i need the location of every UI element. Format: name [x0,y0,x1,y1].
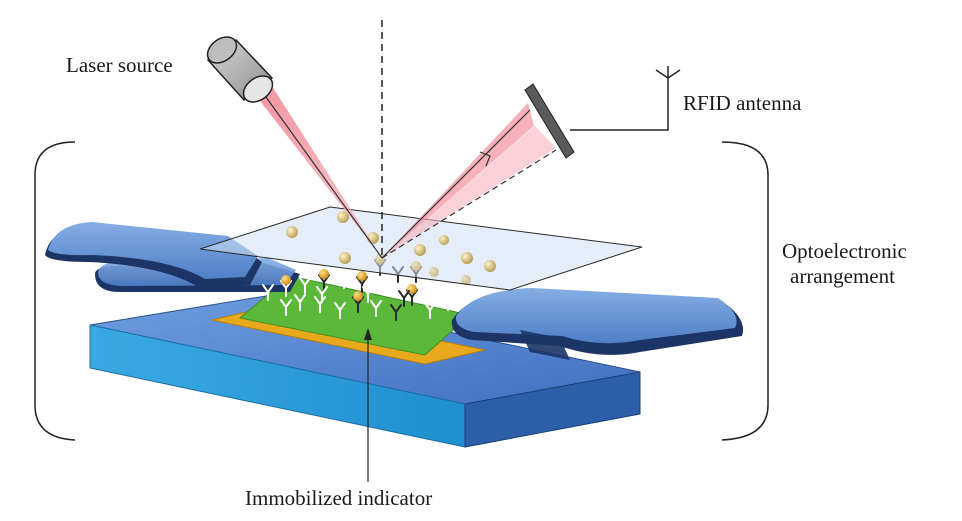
label-optoelectronic: Optoelectronic [782,239,907,263]
label-arrangement: arrangement [790,264,895,288]
rfid-antenna-icon [570,66,681,131]
nanoparticles [286,211,496,272]
antibody-marker [299,277,311,294]
antibody-marker [318,269,330,291]
antibody-marker [442,294,454,311]
antibody-marker [280,275,292,297]
indicator-pointer [364,328,372,482]
right-electrode [451,288,744,360]
antibody-marker [390,304,402,321]
left-bracket [34,141,76,441]
antibody-marker [362,286,374,303]
laser-source-icon [206,36,274,103]
photodetector-plate [524,83,575,159]
antibody-marker [280,299,292,316]
antibody-marker [294,294,306,311]
right-bracket [721,141,769,441]
antibody-marker [338,272,350,289]
left-electrode [45,222,300,292]
antibody-marker [262,284,274,301]
label-immobilized-indicator: Immobilized indicator [245,486,432,510]
antibody-marker [352,291,364,313]
label-rfid-antenna: RFID antenna [683,91,802,115]
laser-beam [250,80,557,259]
label-laser-source: Laser source [66,53,173,77]
antibody-marker [406,284,418,306]
antibody-marker [398,290,410,307]
antibody-marker [334,302,346,319]
antibody-marker [356,271,368,293]
antibody-marker [370,300,382,317]
antibody-marker [316,286,328,303]
antibody-marker [424,302,436,319]
